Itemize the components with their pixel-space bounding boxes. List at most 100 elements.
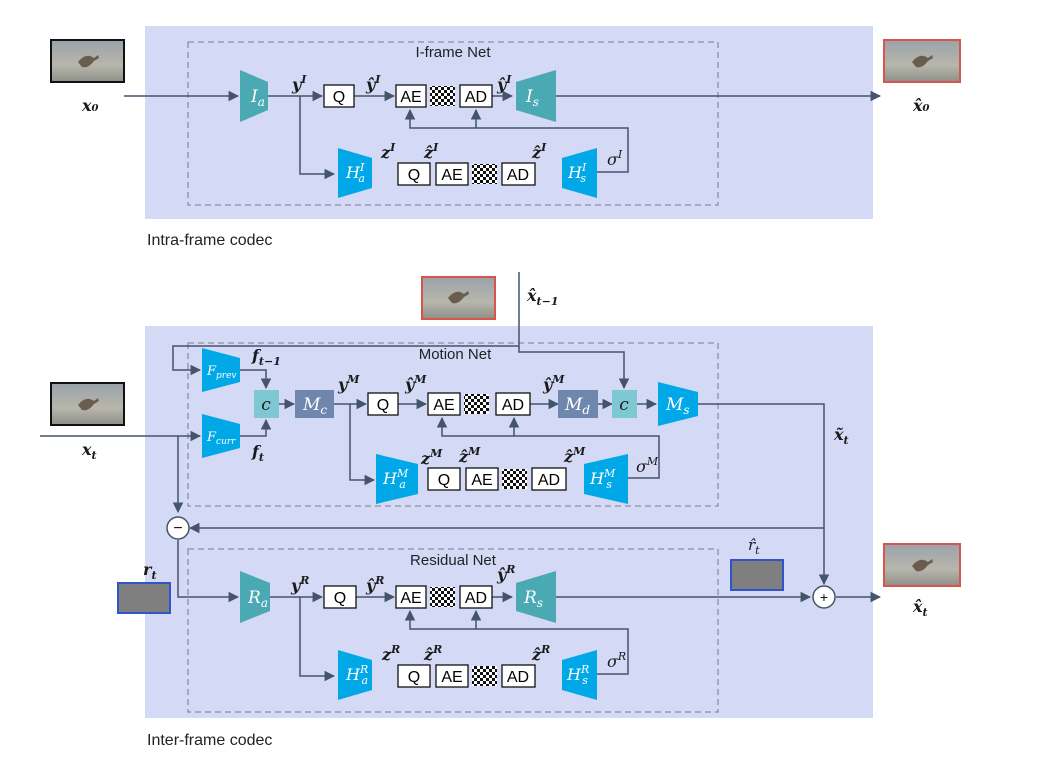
svg-text:ẑR: ẑR xyxy=(531,643,550,664)
intra-hyper-dec-sub: s xyxy=(580,172,586,185)
svg-text:HMa: HMa xyxy=(382,467,409,491)
residual-encoder-Ra xyxy=(240,571,270,623)
residual-q-box xyxy=(323,585,357,609)
svg-text:Ms: Ms xyxy=(665,395,690,417)
output-frame-xthat-thumbnail xyxy=(883,543,961,587)
svg-text:σM: σM xyxy=(636,455,659,476)
md-label: M xyxy=(564,395,583,415)
residual-hyper-enc-label: H xyxy=(345,665,361,684)
concat-2-label: c xyxy=(619,395,629,415)
intra-hyper-enc-sup: I xyxy=(359,161,365,174)
label-zR: z xyxy=(381,645,392,664)
intra-encoder-Ia xyxy=(240,70,268,122)
prev-frame-thumbnail xyxy=(421,276,496,320)
residual-q-label: Q xyxy=(334,590,346,607)
intra-ad-box xyxy=(459,84,493,108)
motion-hyper-dec-sub: s xyxy=(606,478,612,491)
intra-hyper-dec-label: H xyxy=(567,163,583,182)
motion-hyper-q-box xyxy=(427,467,461,491)
label-zM-sup: M xyxy=(429,447,443,460)
motion-hyper-decoder xyxy=(584,454,628,504)
svg-text:ẑM: ẑM xyxy=(458,445,481,466)
label-yhatM-2: ŷ xyxy=(542,375,554,394)
residual-ae-box xyxy=(395,585,427,609)
residual-rt-thumbnail xyxy=(117,582,171,614)
residual-ae-label: AE xyxy=(400,590,421,607)
residual-ad-box xyxy=(459,585,493,609)
feature-extractor-curr xyxy=(202,414,240,458)
intra-ad-label: AD xyxy=(465,89,487,106)
intra-hyper-q-box xyxy=(397,162,431,186)
residual-hyper-ad-box xyxy=(501,664,536,688)
intra-encoder-sub: a xyxy=(258,95,265,109)
intra-decoder-Is xyxy=(516,70,556,122)
motion-ae-box xyxy=(427,392,461,416)
label-sigmaM-sup: M xyxy=(646,455,659,468)
svg-text:zI: zI xyxy=(380,141,396,162)
label-yhatR-2-sup: R xyxy=(505,563,515,576)
svg-text:Is: Is xyxy=(525,87,539,109)
svg-text:ŷM: ŷM xyxy=(542,373,565,394)
residual-hyper-bitstream-icon xyxy=(472,666,497,686)
label-zhatR-2-sup: R xyxy=(540,643,550,656)
motion-q-label: Q xyxy=(377,397,389,414)
svg-text:yR: yR xyxy=(290,574,309,595)
intra-hyper-ae-box xyxy=(435,162,469,186)
svg-text:x̃t: x̃t xyxy=(833,425,849,447)
svg-text:Ra: Ra xyxy=(247,588,268,610)
fcurr-label: F xyxy=(206,430,217,445)
motion-ad-label: AD xyxy=(502,397,524,414)
residual-bitstream-icon xyxy=(430,587,455,607)
label-zhatI: ẑ xyxy=(423,143,434,162)
label-yR: y xyxy=(290,576,302,595)
svg-text:ŷR: ŷR xyxy=(496,563,515,584)
label-xt: x xyxy=(81,440,92,459)
motion-ad-box xyxy=(495,392,531,416)
label-zhatM-sup: M xyxy=(467,445,481,458)
label-yhatR: ŷ xyxy=(365,576,377,595)
residual-hyper-decoder xyxy=(562,650,597,700)
intra-q-box xyxy=(323,84,355,108)
motion-bitstream-icon xyxy=(464,394,489,414)
label-zR-sup: R xyxy=(390,643,400,656)
svg-text:Mc: Mc xyxy=(302,395,327,417)
iframe-net-title: I-frame Net xyxy=(415,44,491,61)
intra-q-label: Q xyxy=(333,89,345,106)
label-xhat-t-1-sub: t−1 xyxy=(537,295,559,308)
label-sigmaR: σ xyxy=(607,652,619,671)
motion-hyper-enc-label: H xyxy=(382,469,398,488)
motion-hyper-q-label: Q xyxy=(438,472,450,489)
label-zhatM-2: ẑ xyxy=(563,447,574,466)
intra-hyper-encoder xyxy=(338,148,372,198)
intra-decoder-label: I xyxy=(525,87,533,107)
label-zhatR-sup: R xyxy=(432,643,442,656)
svg-text:ft−1: ft−1 xyxy=(251,346,281,368)
intra-hyper-ae-label: AE xyxy=(441,167,462,184)
residual-decoder-label: R xyxy=(523,588,537,608)
svg-text:Rs: Rs xyxy=(523,588,543,610)
intra-hyper-decoder xyxy=(562,148,597,198)
svg-text:yM: yM xyxy=(337,373,360,394)
label-zhatM: ẑ xyxy=(458,447,469,466)
subtract-node xyxy=(166,516,190,540)
label-yR-sup: R xyxy=(299,574,309,587)
label-yhatR-sup: R xyxy=(374,574,384,587)
svg-text:ft: ft xyxy=(251,442,264,464)
motion-hyper-encoder xyxy=(376,454,418,504)
motion-hyper-dec-label: H xyxy=(589,469,605,488)
residual-hyper-enc-sub: a xyxy=(362,674,369,687)
label-sigmaI-sup: I xyxy=(617,148,623,161)
svg-text:zM: zM xyxy=(420,447,443,468)
add-node xyxy=(812,585,836,609)
residual-net-box xyxy=(187,548,719,713)
intra-hyper-enc-sub: a xyxy=(358,172,365,185)
label-zhatM-2-sup: M xyxy=(572,445,586,458)
label-yM: y xyxy=(337,375,349,394)
label-f-t-1: f xyxy=(251,346,262,365)
label-zM: z xyxy=(420,449,431,468)
svg-text:x̂t−1: x̂t−1 xyxy=(526,286,559,308)
residual-rthat-thumbnail xyxy=(730,559,784,591)
residual-hyper-dec-label: H xyxy=(566,665,582,684)
concat-1-label: c xyxy=(261,395,271,415)
motion-q-box xyxy=(367,392,399,416)
